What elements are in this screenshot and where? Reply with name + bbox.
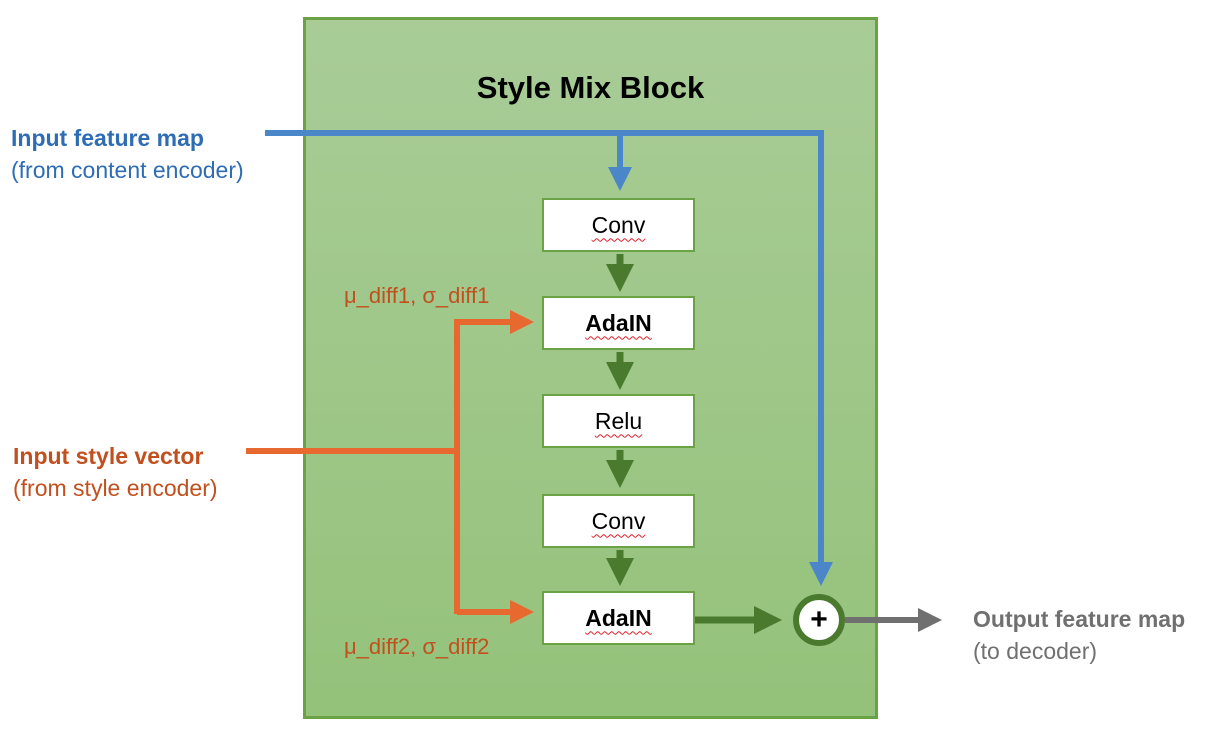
adain2-node: AdaIN: [542, 591, 695, 645]
sum-node: +: [793, 594, 845, 646]
content-path-line: [265, 130, 833, 586]
output-feature-map-label: Output feature map (to decoder): [973, 606, 1186, 664]
adain1-node: AdaIN: [542, 296, 695, 350]
style-to-adain1-arrow: [454, 310, 534, 614]
adain1-params: μ_diff1, σ_diff1: [344, 283, 490, 308]
block-title: Style Mix Block: [476, 70, 705, 105]
conv1-node: Conv: [542, 198, 695, 252]
input-feature-map-label: Input feature map (from content encoder): [11, 125, 244, 183]
adain2-params: μ_diff2, σ_diff2: [344, 634, 490, 659]
relu-node: Relu: [542, 394, 695, 448]
input-style-vector-label: Input style vector (from style encoder): [13, 443, 218, 501]
conv2-node: Conv: [542, 494, 695, 548]
